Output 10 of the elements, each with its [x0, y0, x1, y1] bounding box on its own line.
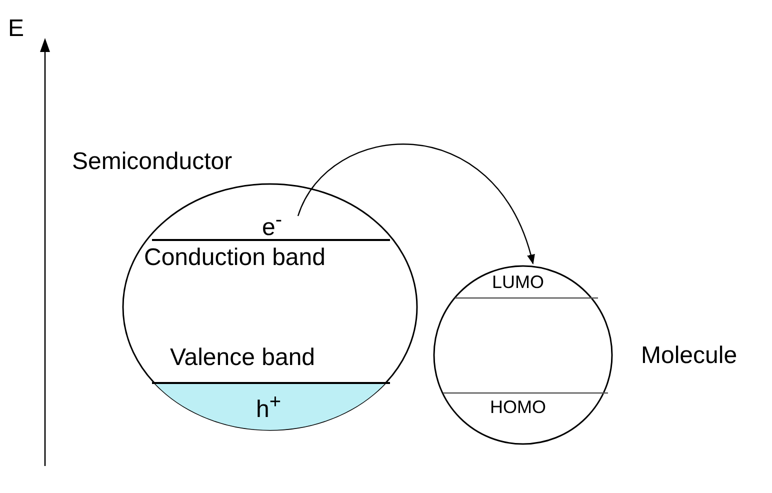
- level-label: HOMO: [490, 398, 546, 418]
- level-label: LUMO: [492, 273, 544, 293]
- node-title: Molecule: [641, 343, 738, 370]
- node-title: Semiconductor: [72, 149, 232, 176]
- electron-label: e$^{-}$: [254, 204, 290, 236]
- arrow: [297, 144, 534, 264]
- axis-label: E: [8, 16, 24, 42]
- hole-label: h$^{+}$: [256, 391, 282, 424]
- band-label: Conduction band: [144, 245, 326, 272]
- band-label: Valence band: [170, 345, 316, 372]
